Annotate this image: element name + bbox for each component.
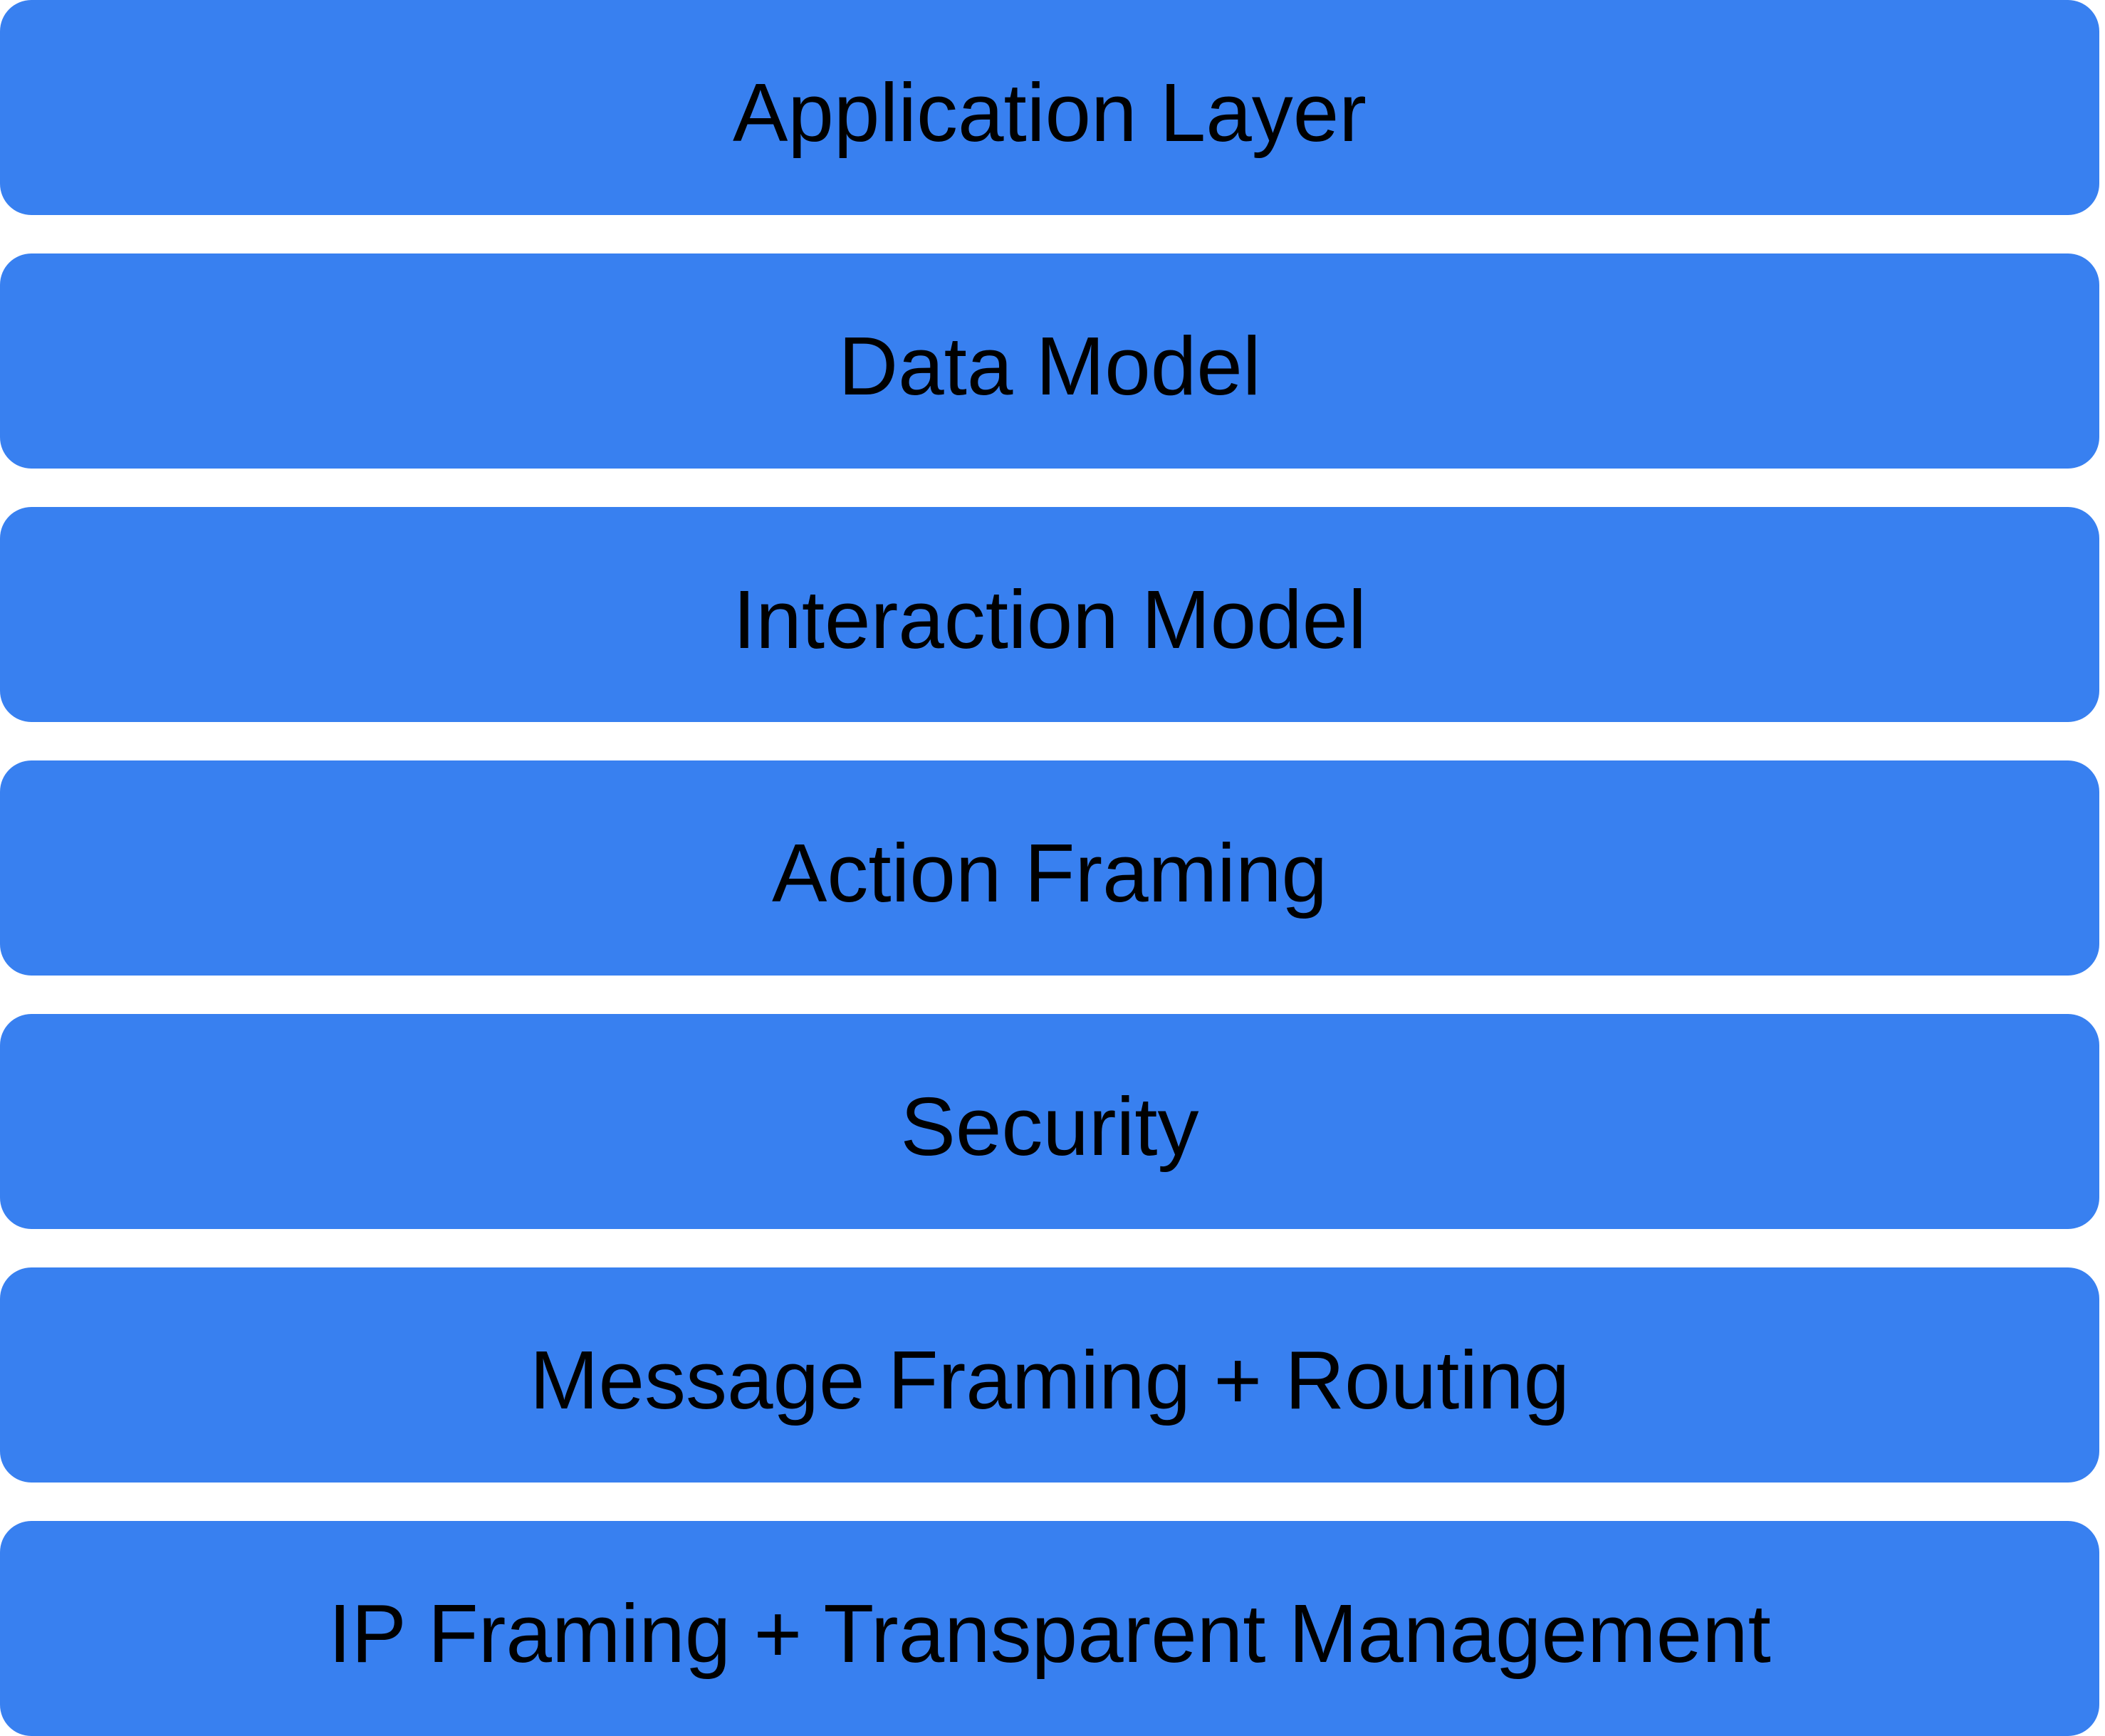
- layer-security-label: Security: [900, 1080, 1199, 1173]
- layer-message-framing-routing-label: Message Framing + Routing: [529, 1334, 1570, 1426]
- layer-interaction-model: Interaction Model: [0, 507, 2099, 722]
- layer-action-framing-label: Action Framing: [771, 827, 1328, 919]
- layer-data-model-label: Data Model: [838, 320, 1261, 412]
- layer-application-layer-label: Application Layer: [733, 66, 1367, 159]
- layer-message-framing-routing: Message Framing + Routing: [0, 1267, 2099, 1483]
- layer-application-layer: Application Layer: [0, 0, 2099, 215]
- layer-action-framing: Action Framing: [0, 760, 2099, 976]
- layer-data-model: Data Model: [0, 253, 2099, 469]
- layer-security: Security: [0, 1014, 2099, 1229]
- layer-interaction-model-label: Interaction Model: [733, 573, 1367, 666]
- layer-ip-framing-transparent-management-label: IP Framing + Transparent Management: [328, 1587, 1771, 1680]
- layer-ip-framing-transparent-management: IP Framing + Transparent Management: [0, 1521, 2099, 1736]
